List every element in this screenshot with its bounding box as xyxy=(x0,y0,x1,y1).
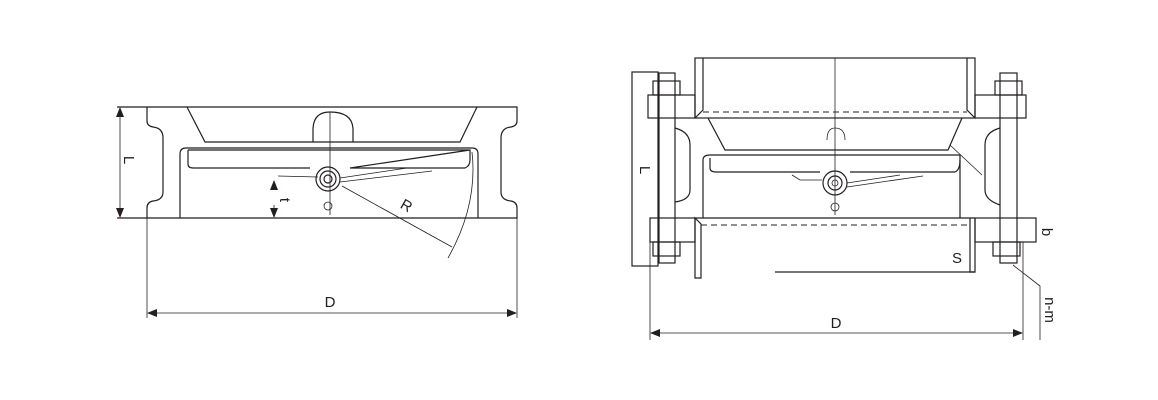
hinge-pin xyxy=(831,179,839,187)
label-d: D xyxy=(325,294,336,311)
label-s: S xyxy=(952,250,962,267)
bolt-left xyxy=(658,72,676,264)
label-t: t xyxy=(276,198,293,203)
radius-line xyxy=(341,185,453,248)
label-b: b xyxy=(1038,228,1055,236)
valve-body-sides xyxy=(674,127,1001,206)
hinge-mid xyxy=(319,170,337,188)
nut-right-top xyxy=(994,80,1023,96)
hinge-pin xyxy=(323,174,333,184)
stop-pin xyxy=(323,201,333,211)
hinge-arm xyxy=(277,167,433,183)
label-n-m: n-m xyxy=(1041,297,1058,323)
disc xyxy=(709,158,961,173)
label-r: R xyxy=(397,196,415,216)
upper-flange-left xyxy=(647,94,696,119)
label-l: L xyxy=(120,156,137,164)
seat-leader xyxy=(949,144,983,176)
dome-arc xyxy=(826,127,846,141)
nut-left-top xyxy=(652,80,681,96)
right-view-flanged-install: L S b n-m D xyxy=(631,57,1058,340)
n-m-leader xyxy=(1012,264,1041,340)
inner-frame xyxy=(179,147,479,218)
label-l: L xyxy=(636,166,653,174)
seat-cone xyxy=(707,117,963,151)
bolt-right xyxy=(999,72,1018,264)
radius-arc xyxy=(447,151,474,259)
lower-flange-right xyxy=(974,217,1037,243)
label-d: D xyxy=(831,315,842,332)
left-view-wafer-valve: L t R D xyxy=(116,106,518,318)
lower-flange-left xyxy=(649,217,696,243)
body-outline xyxy=(117,106,518,219)
nut-right-bottom xyxy=(992,241,1021,257)
lower-pipe xyxy=(694,216,976,279)
hinge-mid xyxy=(827,175,843,191)
disc xyxy=(187,149,471,169)
seat-cone xyxy=(186,106,478,143)
l-dimension-box xyxy=(631,71,659,267)
hinge-arm xyxy=(791,174,924,188)
stop-pin xyxy=(830,202,840,212)
hinge-outer xyxy=(315,166,341,192)
dome xyxy=(312,111,354,142)
upper-pipe-wall xyxy=(694,58,976,119)
inner-frame xyxy=(702,154,961,218)
nut-left-bottom xyxy=(652,241,681,257)
